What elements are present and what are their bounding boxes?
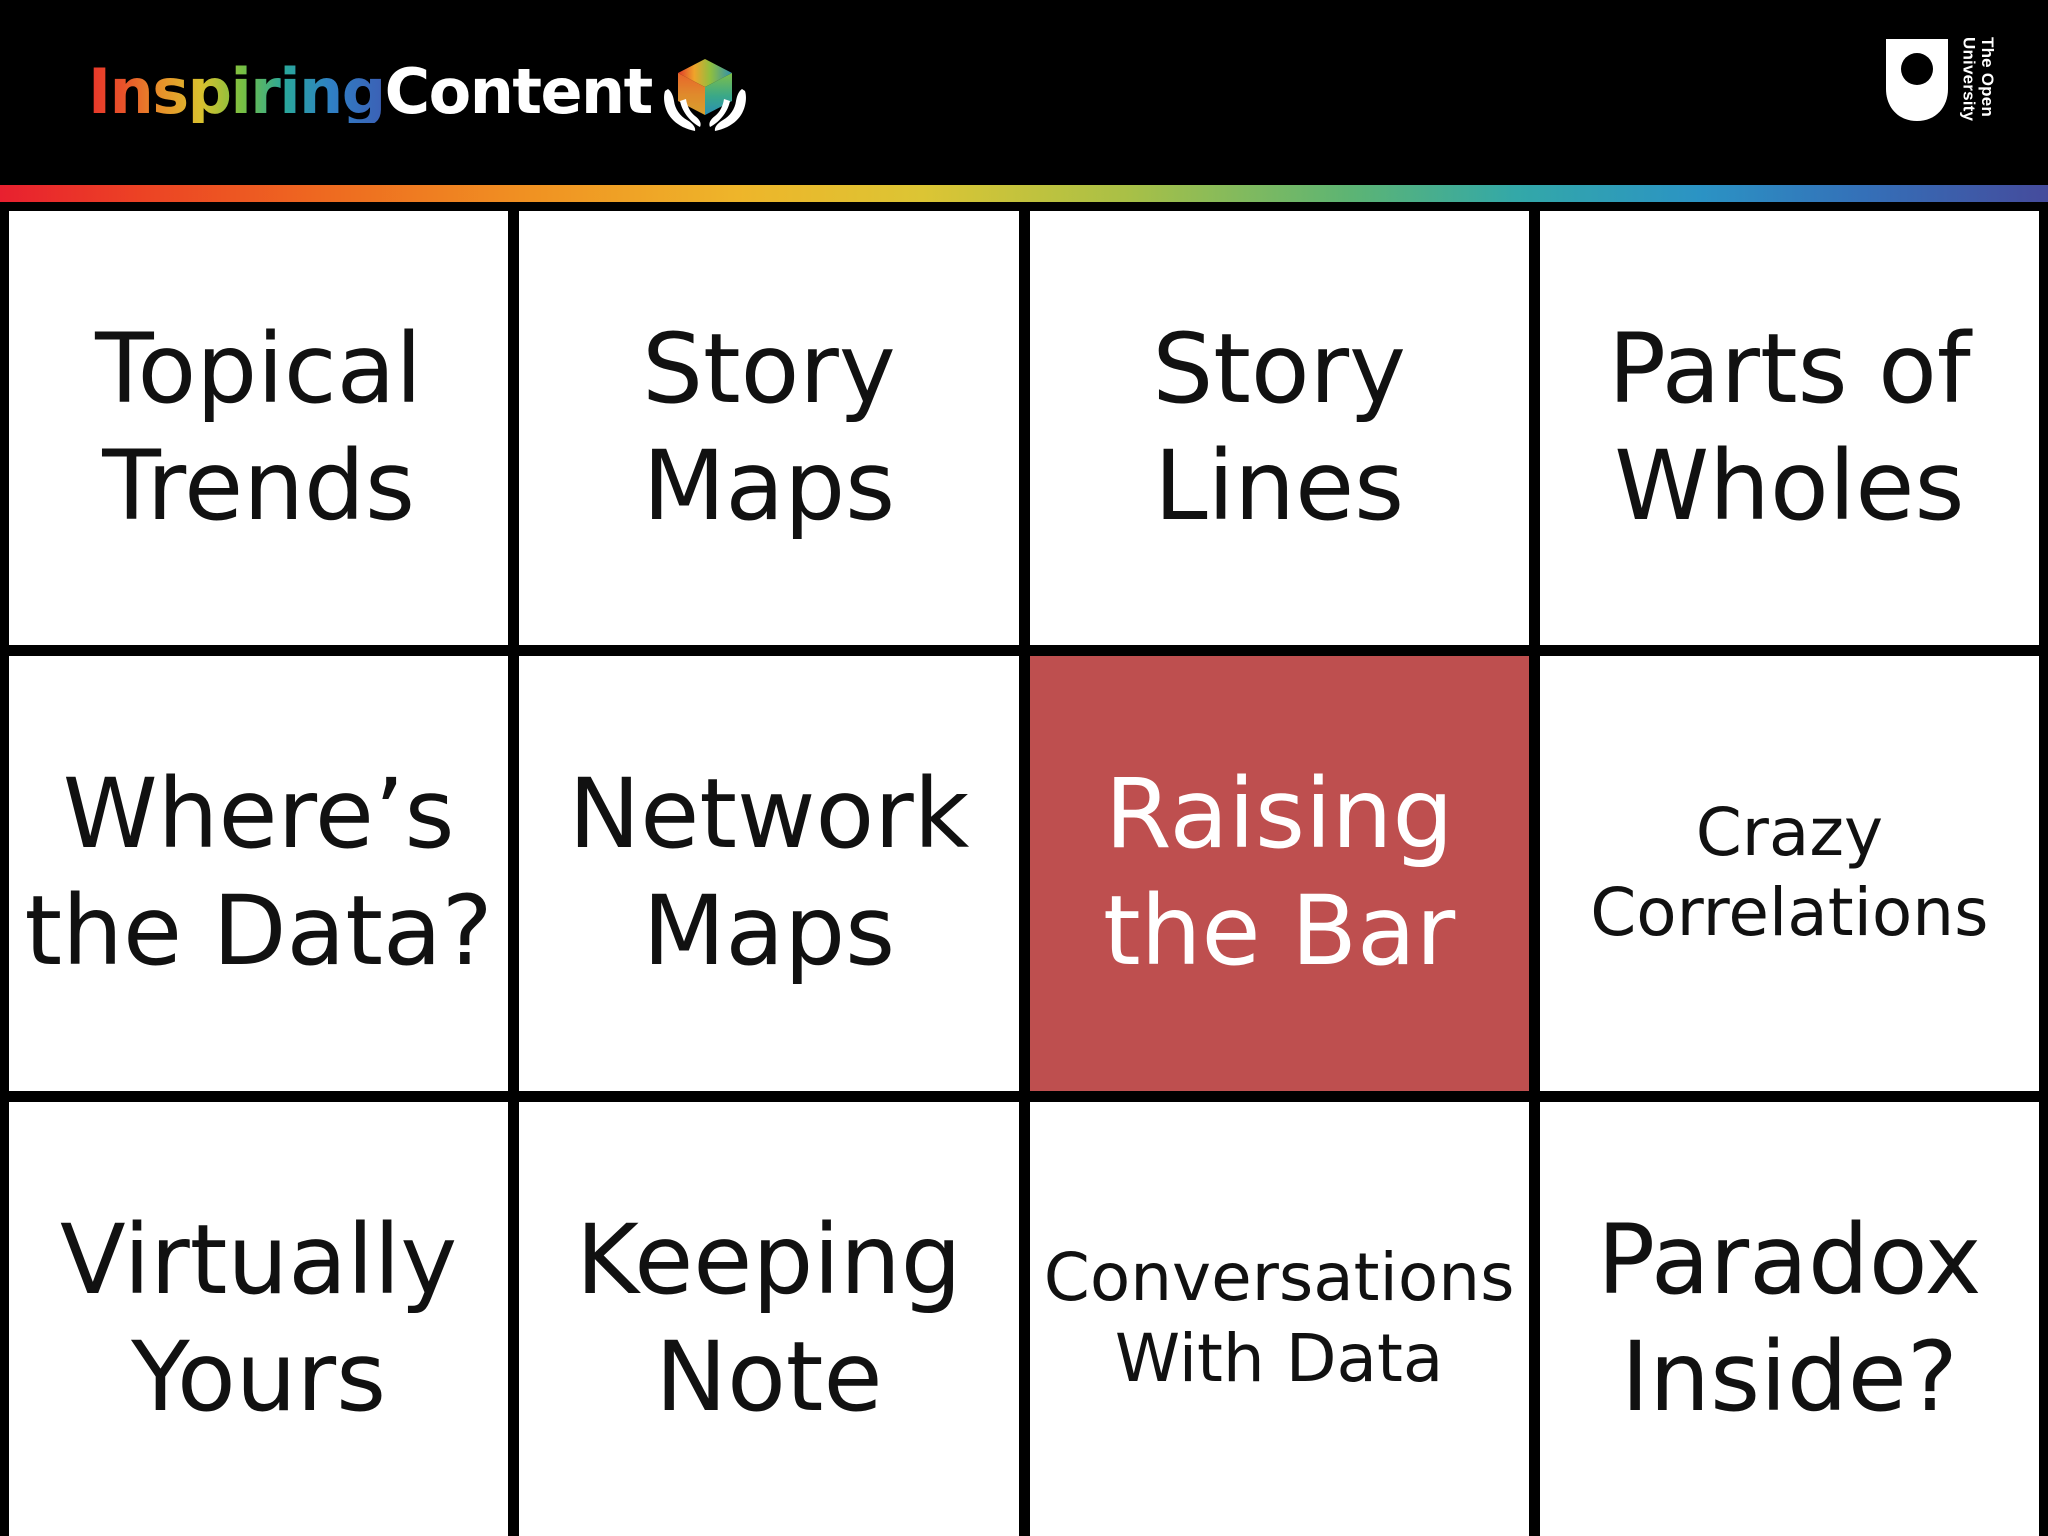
grid-cell-label-line: Yours	[131, 1320, 387, 1433]
grid-cell-label-line: Virtually	[60, 1203, 458, 1316]
grid-cell-label-line: Conversations	[1043, 1239, 1515, 1317]
grid-cell-label-line: Wholes	[1614, 430, 1965, 543]
grid-cell-label-line: Story	[642, 313, 896, 426]
grid-cell-label-line: Topical	[95, 313, 423, 426]
brand-word-inspiring: Inspiring	[88, 55, 386, 128]
grid-cell-label-line: Keeping	[576, 1203, 962, 1316]
grid-cell-label-line: Paradox	[1597, 1203, 1982, 1316]
rainbow-cube-in-hands-icon	[662, 49, 748, 135]
grid-cell-label-line: Inside?	[1620, 1320, 1958, 1433]
grid-cell-label-line: Correlations	[1590, 874, 1989, 952]
grid-cell-label-line: Story	[1152, 313, 1406, 426]
brand-word-content: Content	[384, 55, 654, 128]
open-university-logo: The Open University	[1884, 37, 1997, 147]
grid-cell-label-line: Lines	[1154, 430, 1405, 543]
grid-cell-label-line: Trends	[102, 430, 415, 543]
grid-cell-label-line: Maps	[642, 430, 896, 543]
rainbow-gradient-rule	[0, 185, 2048, 202]
grid-cell-label-line: Where’s	[62, 758, 455, 871]
grid-cell-label-line: the Data?	[24, 875, 493, 988]
grid-cell-label-line: Raising	[1104, 758, 1454, 871]
open-university-wordmark: The Open University	[1959, 37, 1997, 141]
ou-line-two: University	[1959, 37, 1979, 122]
ou-line-one: The Open	[1978, 37, 1997, 117]
grid-cell-label-line: Network	[568, 758, 970, 871]
grid-cell-label-line: Note	[655, 1320, 883, 1433]
grid-cell-label-line: Maps	[642, 875, 896, 988]
grid-cell-label-line: With Data	[1114, 1319, 1444, 1397]
grid-cell-label-line: Crazy	[1695, 793, 1884, 871]
grid-cell-label-line: Parts of	[1608, 313, 1971, 426]
open-university-shield-icon	[1886, 39, 1949, 121]
grid-cell-label-line: the Bar	[1103, 875, 1456, 988]
